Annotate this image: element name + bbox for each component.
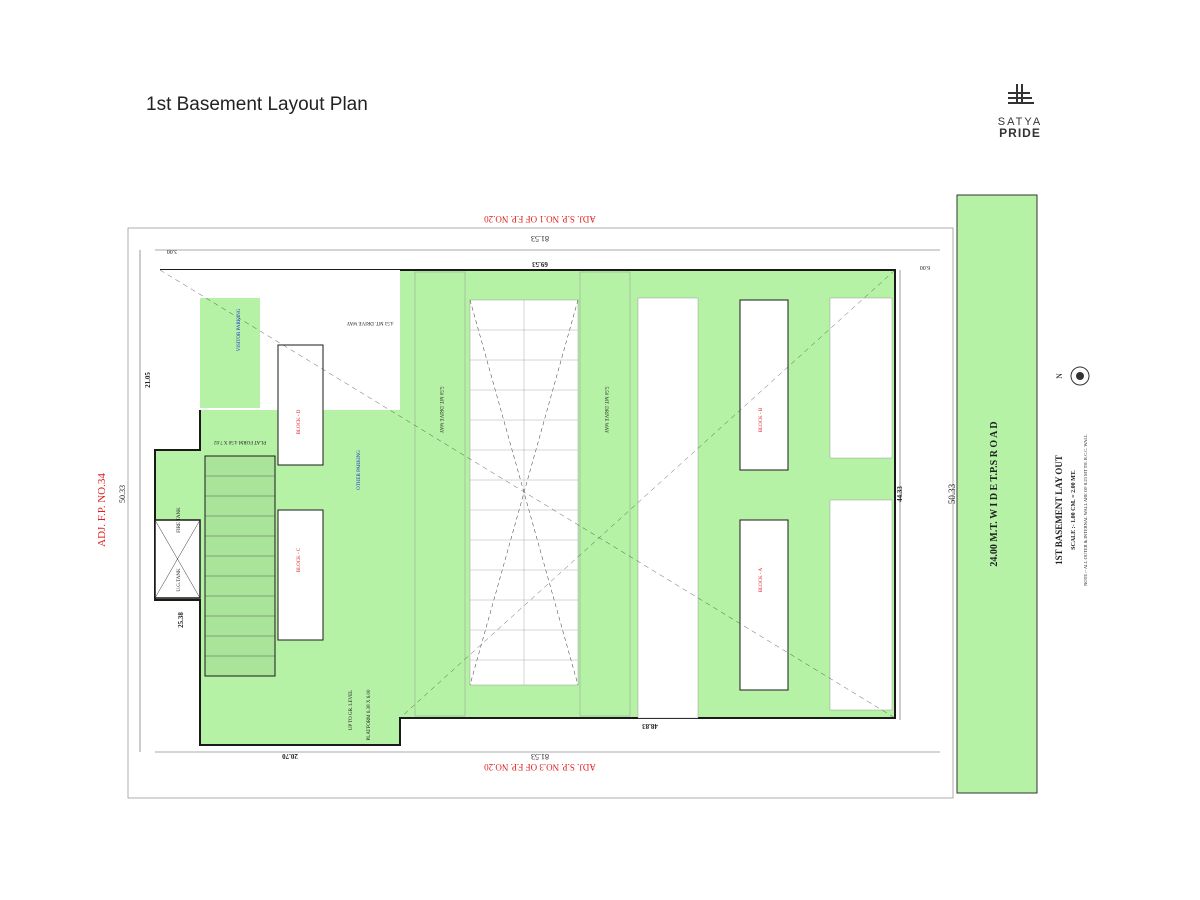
dim-top-label: 81.53 [531,234,549,243]
ug-tank-label: U.G.TANK [177,568,182,592]
dim-right-label: 44.33 [896,486,904,502]
dim-margin-a-label: 3.00 [167,248,178,254]
driveway-label-left: 5.50 MT. DRIVE WAY [438,387,443,434]
block-b-label: BLOCK - B [759,407,764,432]
driveway-label-right: 5.50 MT. DRIVE WAY [603,387,608,434]
platform-label-2: PLATFORM 6.38 X 6.00 [367,689,372,740]
adj-bottom-label: ADJ. S.P. NO.3 OF F.P. NO.20 [484,762,596,772]
logo-text-line2: PRIDE [999,126,1041,140]
brand-logo: SATYA PRIDE [985,82,1055,144]
block-a-core [739,519,789,691]
other-parking-label: OTHER PARKING [357,450,362,490]
tps-road [956,194,1038,794]
visitor-parking-label: VISITOR PARKING [237,308,242,351]
dim-left-upper-label: 21.05 [144,372,152,388]
road-label: 24.00 M.T. W I D E T.P.S R O A D [989,421,1000,566]
block-c-label: BLOCK - C [297,547,302,572]
driveway-right [579,271,631,717]
ramp-treads [205,475,275,657]
dim-left-label: 50.33 [118,485,127,503]
block-b-core [739,299,789,471]
ramp-label: UP TO GR. LEVEL [349,690,354,730]
adj-left-label: ADJ. F.P. NO.34 [96,473,108,547]
dim-margin-b-label: 6.00 [920,264,931,270]
block-a-label: BLOCK - A [759,567,764,592]
block-d-core [277,344,324,466]
diag-2 [399,269,896,719]
site-boundary [127,227,954,799]
parking-zone-far-right [829,297,893,459]
dim-left-lower-label: 25.38 [177,612,185,628]
logo-text-line1: SATYA [997,116,1043,128]
block-d-label: BLOCK - D [297,409,302,434]
parking-zone-far-right-lower [829,499,893,711]
side-note-line1: 1ST BASEMENT LAY OUT [1054,455,1064,565]
driveway-left [414,271,466,717]
fire-tank-label: FIRE TANK [177,507,182,533]
road-width-label: 50.33 [947,483,957,504]
parking-zone-right [637,297,699,719]
driveway-short-label: 4.53 MT. DRIVE WAY [346,320,393,325]
tank-cross-2 [154,519,201,599]
page-title: 1st Basement Layout Plan [146,94,368,115]
visitor-parking-green [200,298,260,408]
adj-top-label: ADJ. S.P. NO.1 OF F.P. NO.20 [484,214,596,224]
dim-inner-bottom-label: 48.83 [642,722,658,730]
logo-mark-icon [1008,84,1034,104]
ramp [204,455,276,677]
side-note-line2: SCALE :- 1.00 CM. = 2.00 MT. [1071,470,1077,550]
dim-inner-top-label: 69.53 [532,260,548,268]
north-compass-icon [1070,366,1090,386]
platform-label: PLAT FORM 4.50 X 7.02 [213,439,266,444]
central-stall-grid [470,300,578,685]
dim-bottom-left-label: 20.70 [282,752,298,760]
compass-label: N [1055,373,1064,379]
block-c-core [277,509,324,641]
dim-bottom-label: 81.53 [531,752,549,761]
side-note-line3: NOTE :- ALL OUTER & INTERNAL WALL ARE OF… [1083,434,1088,586]
